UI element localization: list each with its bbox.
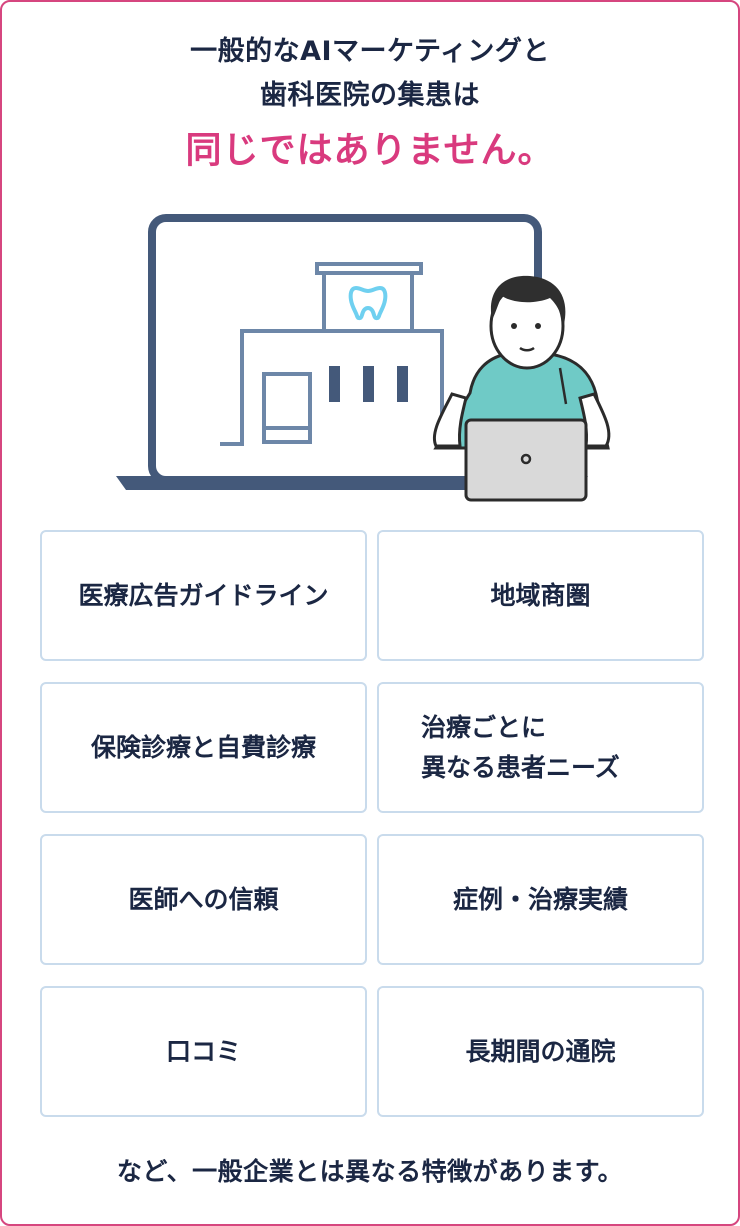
feature-label: 医療広告ガイドライン (78, 580, 329, 610)
clinic-window-bars (329, 366, 408, 402)
illustration (116, 214, 611, 502)
feature-cell-local-market: 地域商圏 (377, 530, 704, 661)
feature-cell-long-visits: 長期間の通院 (377, 986, 704, 1117)
feature-label: 地域商圏 (490, 580, 591, 610)
tooth-icon (348, 285, 388, 321)
heading-accent: 同じではありません。 (185, 130, 555, 171)
heading: 一般的なAIマーケティングと 歯科医院の集患は 同じではありません。 (2, 30, 738, 182)
feature-label: 症例・治療実績 (452, 884, 628, 914)
feature-cell-reviews: 口コミ (40, 986, 367, 1117)
clinic-building-icon (220, 262, 444, 446)
feature-label-line-1: 治療ごとに (421, 712, 547, 742)
footer-text: など、一般企業とは異なる特徴があります。 (116, 1157, 624, 1186)
person-with-laptop-icon (433, 275, 611, 502)
feature-label: 保険診療と自費診療 (90, 732, 316, 762)
feature-cell-patient-needs: 治療ごとに 異なる患者ニーズ (377, 682, 704, 813)
heading-line-2: 歯科医院の集患は (260, 80, 480, 111)
feature-label: 口コミ (165, 1036, 241, 1066)
feature-label-line-2: 異なる患者ニーズ (421, 752, 620, 782)
feature-cell-insurance: 保険診療と自費診療 (40, 682, 367, 813)
feature-cell-ad-guideline: 医療広告ガイドライン (40, 530, 367, 661)
feature-label: 長期間の通院 (465, 1036, 616, 1066)
feature-label: 医師への信頼 (128, 884, 279, 914)
feature-cell-doctor-trust: 医師への信頼 (40, 834, 367, 965)
feature-cell-case-results: 症例・治療実績 (377, 834, 704, 965)
feature-grid: 医療広告ガイドライン 地域商圏 保険診療と自費診療 治療ごとに 異なる患者ニーズ… (40, 530, 704, 1117)
heading-line-1: 一般的なAIマーケティングと (190, 36, 550, 67)
